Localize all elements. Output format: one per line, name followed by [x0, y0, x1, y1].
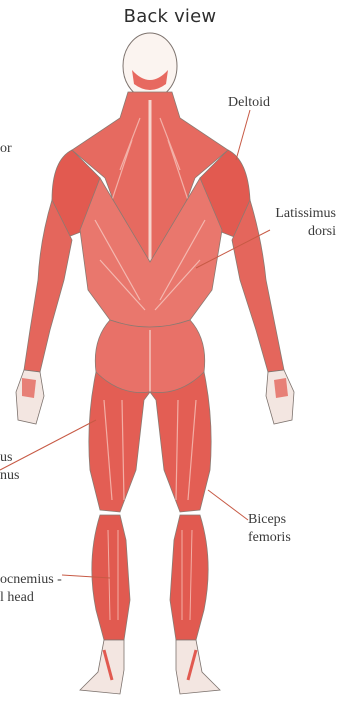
leader-biceps-femoris	[208, 490, 248, 520]
leader-deltoid	[236, 110, 250, 160]
leader-semi	[0, 420, 96, 470]
label-biceps-line2: femoris	[248, 529, 291, 546]
arm-left	[16, 200, 72, 424]
label-semi-line2: nus	[0, 467, 19, 484]
label-gastrocnemius-line2: l head	[0, 589, 34, 606]
foot-right	[176, 640, 220, 694]
thigh-right	[150, 372, 211, 512]
calf-right	[170, 515, 208, 640]
label-semi-line1: us	[0, 449, 12, 466]
head	[123, 33, 177, 99]
foot-left	[80, 640, 124, 694]
label-gastrocnemius-line1: ocnemius -	[0, 571, 62, 588]
label-deltoid: Deltoid	[228, 94, 270, 111]
label-teres-fragment: or	[0, 140, 12, 157]
thigh-left	[89, 372, 150, 512]
gluteus	[95, 320, 204, 393]
label-biceps-line1: Biceps	[248, 511, 286, 528]
label-latissimus-line2: dorsi	[262, 223, 336, 240]
label-latissimus-line1: Latissimus	[262, 205, 336, 222]
